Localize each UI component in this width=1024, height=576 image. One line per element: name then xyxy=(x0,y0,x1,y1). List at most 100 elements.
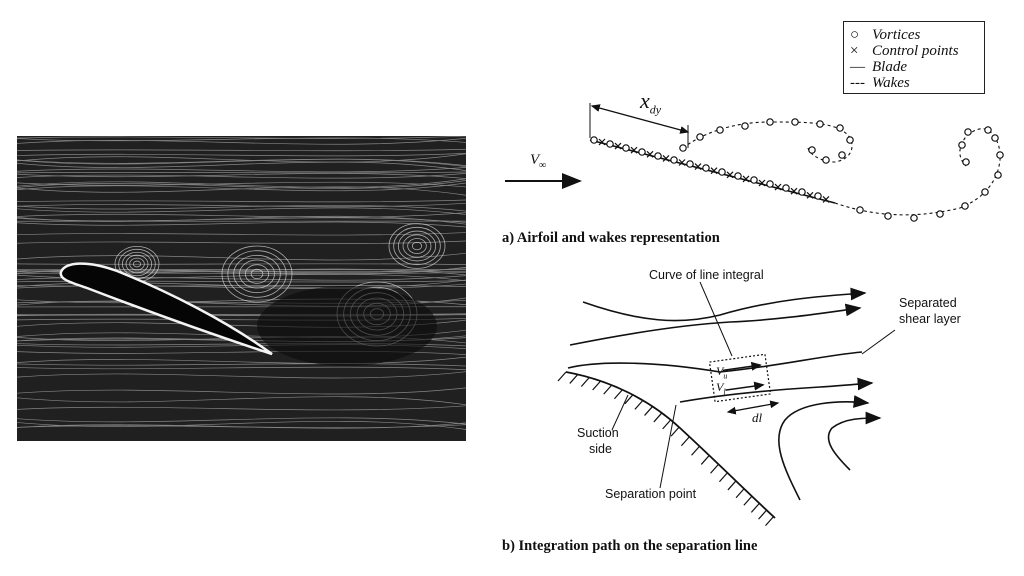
swirl-ring xyxy=(221,245,293,303)
control-point-marker xyxy=(646,150,654,158)
swirl-ring xyxy=(397,230,437,262)
wall-hatch xyxy=(569,374,579,384)
control-point-marker xyxy=(678,159,686,166)
wall-hatch xyxy=(727,480,737,491)
streak-line xyxy=(17,180,466,189)
vortex-marker xyxy=(884,212,892,220)
separation-leader xyxy=(659,404,677,489)
control-point-marker xyxy=(710,167,718,175)
vortex-marker xyxy=(910,214,918,222)
separation-label: Separation point xyxy=(605,487,697,501)
suction-leader xyxy=(611,394,629,431)
streamline-image xyxy=(17,136,466,441)
dimension-arrow xyxy=(590,104,690,134)
control-point-marker xyxy=(806,191,814,199)
vortex-marker xyxy=(964,128,972,136)
streak-line xyxy=(17,172,466,179)
vortex-marker xyxy=(958,141,966,149)
control-point-marker xyxy=(598,138,606,146)
vortex-marker xyxy=(741,122,749,130)
vortex-marker xyxy=(961,202,969,210)
control-point-marker xyxy=(694,163,702,171)
legend-item-wakes: ---Wakes xyxy=(850,75,910,91)
wall-hatch xyxy=(743,495,753,506)
suction-wall xyxy=(565,371,776,519)
control-point-marker xyxy=(662,154,670,162)
shear-leader xyxy=(861,329,896,355)
wall-hatch xyxy=(592,380,602,391)
vortex-marker xyxy=(638,148,646,156)
vortex-marker xyxy=(996,151,1004,159)
wall-hatch xyxy=(634,400,644,410)
dl-label: dl xyxy=(752,410,763,425)
wall-hatch xyxy=(613,389,623,400)
streamline-5 xyxy=(827,411,882,471)
suction-label-1: Suction xyxy=(577,426,619,440)
vortex-marker xyxy=(622,144,630,152)
vortex-marker xyxy=(702,164,710,172)
vortex-marker xyxy=(991,134,999,142)
shear-label-2: shear layer xyxy=(899,312,961,326)
vortex-marker xyxy=(816,120,824,128)
wall-hatch xyxy=(750,502,760,513)
streak-line xyxy=(17,221,466,228)
streamline-2 xyxy=(569,303,862,346)
vortex-marker xyxy=(836,124,844,132)
legend-item-blade: —Blade xyxy=(850,59,907,75)
vortex-marker xyxy=(808,146,816,154)
control-point-marker xyxy=(630,146,638,154)
swirl-ring xyxy=(407,238,427,254)
flow-visualization-photo xyxy=(17,136,466,441)
swirl-ring xyxy=(125,254,149,274)
streak-line xyxy=(17,173,466,179)
vortex-marker xyxy=(606,140,614,148)
wall-hatch xyxy=(680,436,690,447)
vu-label: Vu xyxy=(716,364,728,381)
wall-hatch xyxy=(662,419,672,430)
streak-line xyxy=(17,396,466,406)
vortex-marker xyxy=(994,171,1002,179)
vl-label: Vl xyxy=(716,380,726,397)
streak-line xyxy=(17,215,466,225)
wall-hatch xyxy=(624,394,634,405)
vortex-marker xyxy=(654,152,662,160)
vortex-marker xyxy=(670,156,678,164)
wall-hatch xyxy=(735,488,745,499)
vortex-marker xyxy=(716,126,724,134)
control-point-marker xyxy=(758,179,766,187)
length-label: xdy xyxy=(640,88,662,117)
wall-hatch xyxy=(691,445,701,456)
streak-line xyxy=(17,207,466,215)
wall-hatch xyxy=(644,406,654,416)
swirl-ring xyxy=(132,260,142,268)
diagram-canvas xyxy=(505,103,1004,527)
streak-line xyxy=(17,186,466,196)
streak-line xyxy=(17,137,466,143)
streak-line xyxy=(17,161,466,171)
shear-layer-line xyxy=(567,351,863,373)
vortex-marker xyxy=(590,136,598,144)
swirl-ring xyxy=(244,264,270,284)
wall-hatch xyxy=(557,371,567,382)
swirl-ring xyxy=(233,254,281,294)
vortex-marker xyxy=(798,188,806,196)
vortex-marker xyxy=(791,118,799,126)
streamline-3 xyxy=(679,377,874,403)
wall-hatch xyxy=(758,509,768,520)
legend-item-vortices: ○Vortices xyxy=(850,27,921,43)
swirl-ring xyxy=(121,251,153,277)
vortex-marker xyxy=(838,151,846,159)
vortex-marker xyxy=(984,126,992,134)
vortex-marker xyxy=(981,188,989,196)
vortex-marker xyxy=(856,206,864,214)
caption-a: a) Airfoil and wakes representation xyxy=(502,230,720,246)
vortex-marker xyxy=(814,192,822,200)
suction-label-2: side xyxy=(589,442,612,456)
streak-line xyxy=(17,202,466,208)
streak-line xyxy=(17,417,466,425)
vortex-marker xyxy=(782,184,790,192)
diagram-a xyxy=(505,103,1004,222)
dashed-line-icon: --- xyxy=(850,75,865,91)
streak-line xyxy=(17,153,466,157)
vortex-marker xyxy=(696,133,704,141)
